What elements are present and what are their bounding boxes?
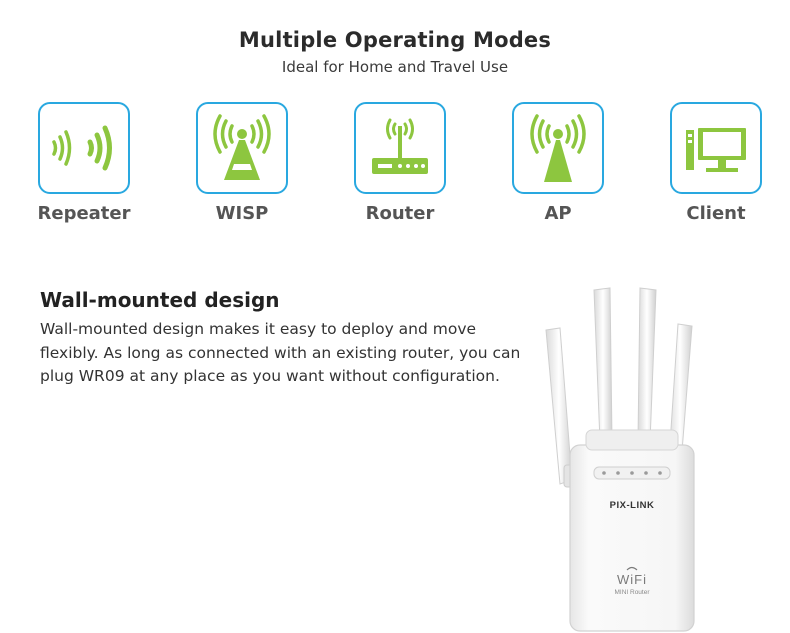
wifi-logo: WiFi <box>617 572 647 587</box>
range-extender-illustration: PIX-LINK WiFi MINI Router <box>545 287 695 632</box>
antenna-inner-left <box>593 287 613 443</box>
mode-label-repeater: Repeater <box>37 203 131 224</box>
mode-label-client: Client <box>686 203 746 224</box>
mode-tile-router <box>354 102 446 194</box>
section-heading: Wall-mounted design <box>40 288 280 312</box>
mode-tile-client <box>670 102 762 194</box>
section-description: Wall-mounted design makes it easy to dep… <box>40 320 521 385</box>
brand-logo: PIX-LINK <box>610 500 655 511</box>
router-icon <box>372 118 428 174</box>
page-title: Multiple Operating Modes <box>238 28 552 52</box>
mode-label-ap: AP <box>544 203 572 224</box>
mode-tile-wisp <box>196 102 288 194</box>
access-point-icon <box>530 114 586 182</box>
antenna-inner-right <box>637 287 657 443</box>
client-computer-icon <box>686 128 746 172</box>
antenna-left <box>545 327 573 485</box>
model-tag: MINI Router <box>614 589 650 596</box>
mode-tile-repeater <box>38 102 130 194</box>
mode-tile-ap <box>512 102 604 194</box>
repeater-waves-icon <box>52 125 112 171</box>
mode-label-wisp: WISP <box>215 203 269 224</box>
wisp-tower-icon <box>213 114 271 180</box>
mode-label-router: Router <box>365 203 435 224</box>
page-subtitle: Ideal for Home and Travel Use <box>281 58 509 76</box>
